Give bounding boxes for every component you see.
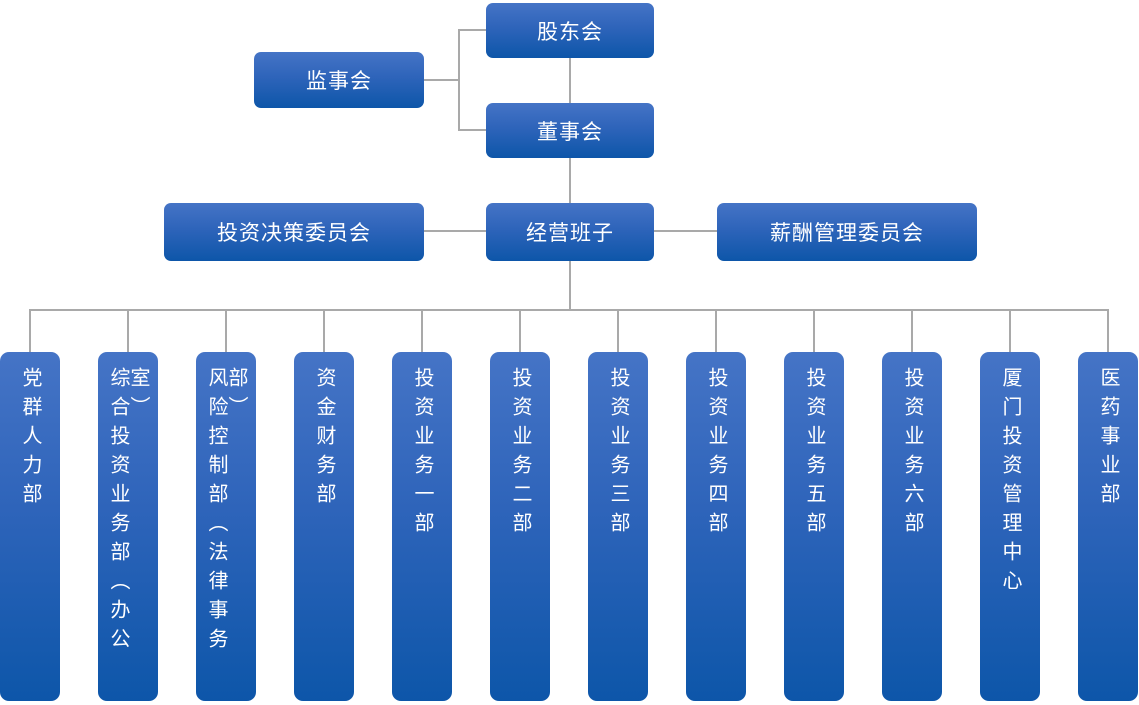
connector	[569, 158, 571, 203]
connector	[458, 129, 486, 131]
node-label: 薪酬管理委员会	[770, 222, 924, 245]
connector	[1107, 309, 1109, 352]
node-label: 监事会	[306, 70, 372, 93]
node-dept-pharmaceutical[interactable]: 医药事业部	[1078, 352, 1138, 701]
connector	[654, 230, 717, 232]
node-label: 投资业务二部	[509, 367, 531, 541]
node-compensation-committee[interactable]: 薪酬管理委员会	[717, 203, 977, 261]
node-label: 资金财务部	[313, 367, 335, 512]
connector	[519, 309, 521, 352]
connector	[569, 261, 571, 310]
connector	[617, 309, 619, 352]
node-dept-xiamen-investment-center[interactable]: 厦门投资管理中心	[980, 352, 1040, 701]
node-label: 经营班子	[526, 222, 614, 245]
connector	[458, 29, 460, 130]
node-dept-treasury-finance[interactable]: 资金财务部	[294, 352, 354, 701]
connector	[569, 58, 571, 103]
connector	[29, 309, 31, 352]
connector	[423, 230, 486, 232]
node-label: 风险控制部（法律事务部）	[205, 367, 247, 657]
node-label: 党群人力部	[19, 367, 41, 512]
connector	[715, 309, 717, 352]
node-label: 医药事业部	[1097, 367, 1119, 512]
connector	[225, 309, 227, 352]
node-supervisory-board[interactable]: 监事会	[254, 52, 424, 108]
node-dept-investment-5[interactable]: 投资业务五部	[784, 352, 844, 701]
connector	[421, 309, 423, 352]
node-investment-decision-committee[interactable]: 投资决策委员会	[164, 203, 424, 261]
connector	[458, 29, 486, 31]
node-label: 董事会	[537, 120, 603, 144]
node-dept-investment-6[interactable]: 投资业务六部	[882, 352, 942, 701]
node-label: 综合投资业务部（办公室）	[107, 367, 149, 657]
node-label: 投资业务四部	[705, 367, 727, 541]
node-label: 厦门投资管理中心	[999, 367, 1021, 599]
node-dept-investment-1[interactable]: 投资业务一部	[392, 352, 452, 701]
node-label: 股东会	[537, 20, 603, 44]
node-label: 投资业务三部	[607, 367, 629, 541]
connector	[29, 309, 1109, 311]
connector	[813, 309, 815, 352]
node-dept-investment-4[interactable]: 投资业务四部	[686, 352, 746, 701]
connector	[424, 79, 458, 81]
node-dept-risk-control-legal[interactable]: 风险控制部（法律事务部）	[196, 352, 256, 701]
node-shareholders-meeting[interactable]: 股东会	[486, 3, 654, 58]
node-board-of-directors[interactable]: 董事会	[486, 103, 654, 158]
connector	[323, 309, 325, 352]
node-label: 投资业务五部	[803, 367, 825, 541]
node-dept-investment-3[interactable]: 投资业务三部	[588, 352, 648, 701]
connector	[911, 309, 913, 352]
node-label: 投资业务六部	[901, 367, 923, 541]
connector	[1009, 309, 1011, 352]
node-label: 投资决策委员会	[217, 222, 371, 245]
node-dept-general-investment-office[interactable]: 综合投资业务部（办公室）	[98, 352, 158, 701]
node-dept-party-hr[interactable]: 党群人力部	[0, 352, 60, 701]
node-dept-investment-2[interactable]: 投资业务二部	[490, 352, 550, 701]
node-label: 投资业务一部	[411, 367, 433, 541]
connector	[127, 309, 129, 352]
node-management-team[interactable]: 经营班子	[486, 203, 654, 261]
